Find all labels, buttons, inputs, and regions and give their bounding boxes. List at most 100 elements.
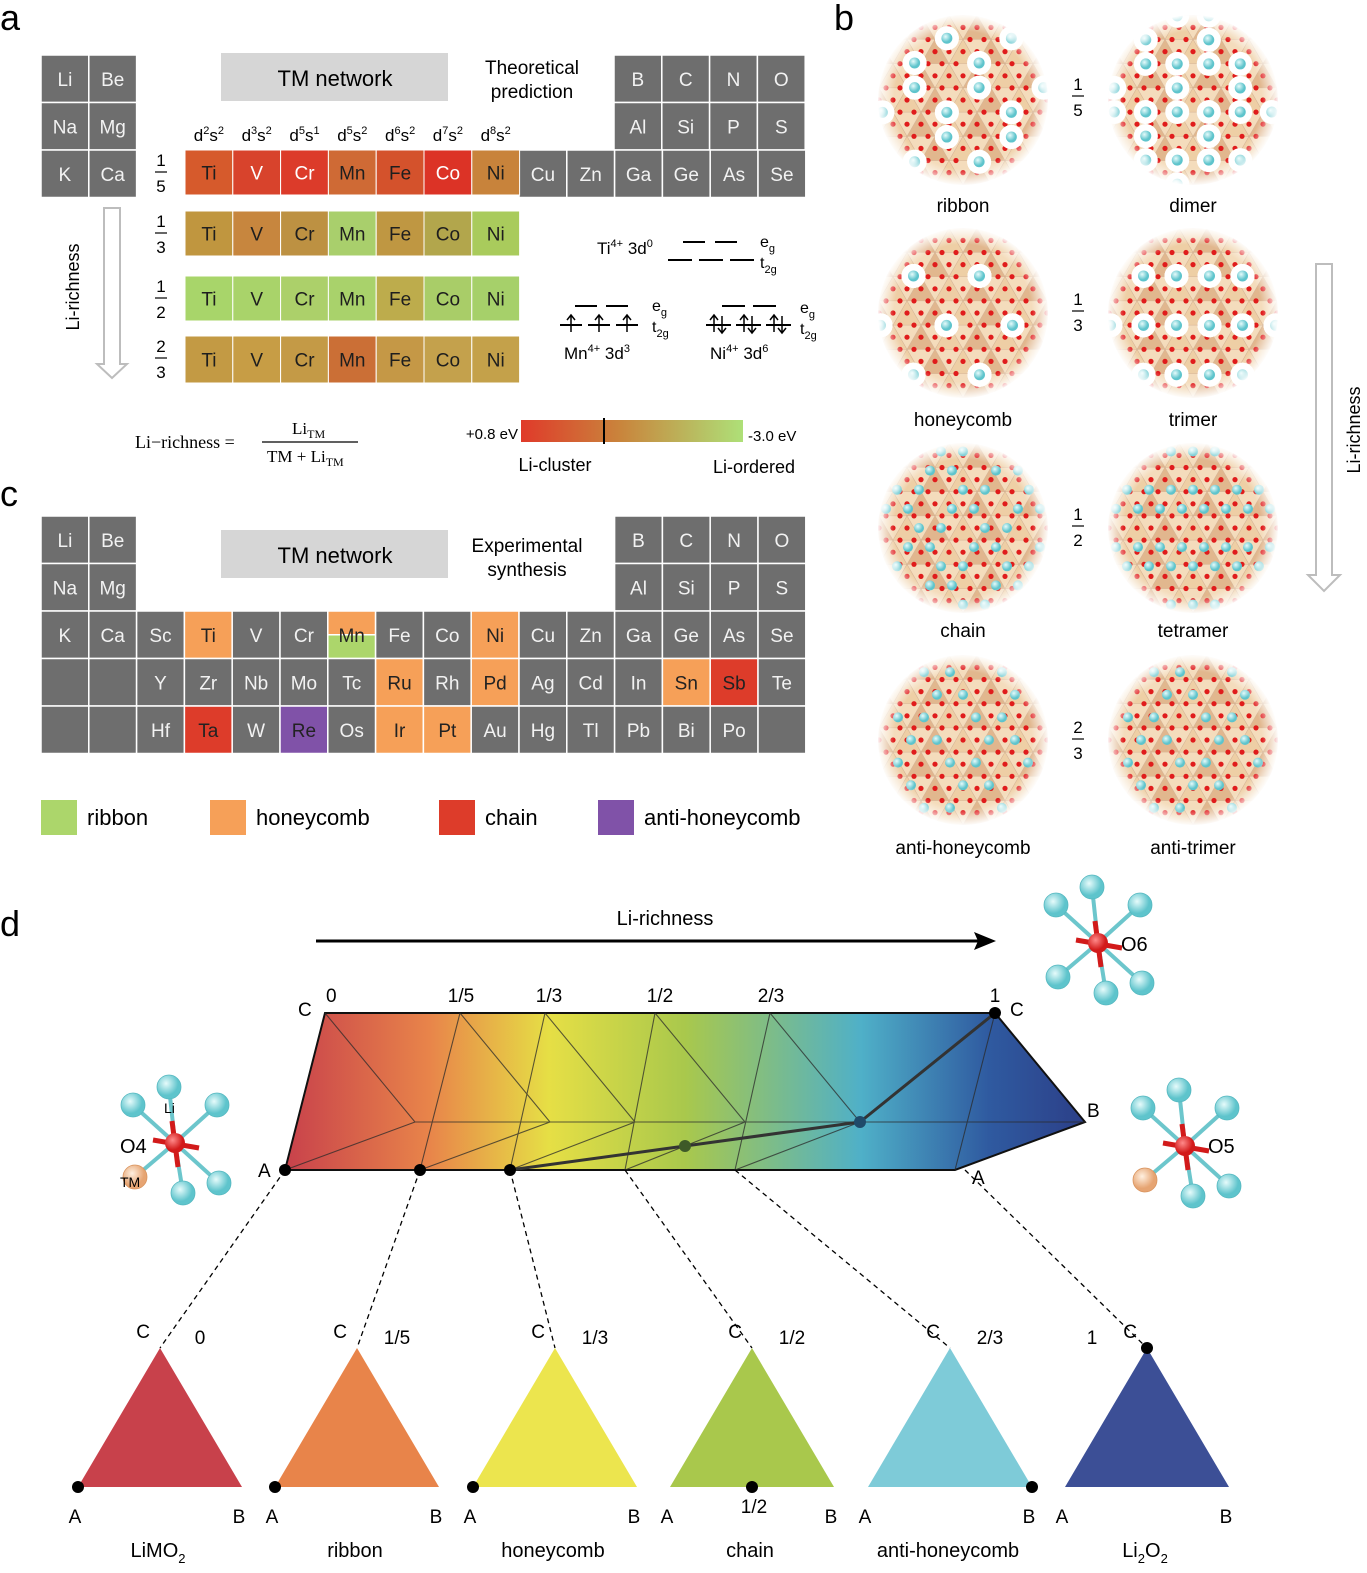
cell-Co <box>422 610 472 660</box>
octahedron-o5-label: O5 <box>1208 1136 1235 1158</box>
cell-Mo <box>279 657 329 707</box>
prism-fraction-1: 1 <box>990 986 1001 1007</box>
cell-As <box>709 149 759 199</box>
mn-config-label: Mn4+ 3d3 <box>564 343 630 363</box>
cell-Zr <box>183 657 233 707</box>
li-richness-arrow-b <box>1305 263 1343 593</box>
cell-Cu <box>518 610 568 660</box>
cell-Li <box>40 54 90 104</box>
cell-C-label: C <box>679 70 693 91</box>
prism-node-chain <box>679 1140 691 1152</box>
cell-empty <box>88 657 138 707</box>
ni-level-diagram: eg t2g Ni4+ 3d6 <box>706 300 817 363</box>
legend-label-anti-honeycomb: anti-honeycomb <box>644 805 801 830</box>
triangle-node <box>746 1481 758 1493</box>
fraction-numerator: 1 <box>156 151 165 170</box>
triangle-bottom-mark: 1/2 <box>741 1497 767 1518</box>
tm-cell-Cr-row3 <box>280 275 329 322</box>
tm-cell-Ti-row3 <box>184 275 234 322</box>
cell-O <box>757 515 807 565</box>
prism-inner-edges <box>284 1012 1085 1171</box>
triangle-name: anti-honeycomb <box>877 1540 1019 1562</box>
ni-t2g-label: t2g <box>800 321 817 342</box>
cell-P-label: P <box>727 117 740 138</box>
tm-cell-label-Fe-row4: Fe <box>389 351 411 372</box>
cell-Li-label: Li <box>58 531 73 552</box>
tm-cell-Mn-row2 <box>327 210 377 257</box>
cell-Hf-label: Hf <box>151 721 171 742</box>
fraction-denominator-b: 3 <box>1073 316 1082 335</box>
cell-empty <box>757 705 807 755</box>
tm-cell-label-V-row2: V <box>250 225 263 246</box>
tm-cell-Fe-row4 <box>375 335 425 384</box>
triangle-node <box>72 1481 84 1493</box>
triangle-name: LiMO2 <box>130 1540 185 1566</box>
structure-label: ribbon <box>937 196 990 217</box>
cell-Re-label: Re <box>292 721 316 742</box>
cell-V-label: V <box>250 626 263 647</box>
octahedron-o4-tm-label: TM <box>120 1174 140 1190</box>
tm-network-banner-c <box>221 530 448 578</box>
tm-cell-Co-row4 <box>423 335 473 384</box>
cell-Zr-label: Zr <box>199 673 218 694</box>
electron-config-V: d3s2 <box>242 125 272 145</box>
cell-Nb-label: Nb <box>244 673 268 694</box>
cell-P <box>708 101 759 151</box>
triangle-node <box>467 1481 479 1493</box>
structure-anti-honeycomb <box>877 654 1049 826</box>
cell-Au <box>470 705 520 755</box>
cell-In-label: In <box>631 673 647 694</box>
cell-Si-label: Si <box>678 578 695 599</box>
vertex-c: C <box>136 1322 150 1343</box>
dashed-connector <box>964 1169 1148 1349</box>
triangle-name: Li2O2 <box>1122 1540 1168 1566</box>
cell-Mg-label: Mg <box>99 117 125 138</box>
tm-cell-V-row4 <box>232 335 282 384</box>
octahedron-o4-label: O4 <box>120 1136 147 1158</box>
cell-Be <box>88 515 138 565</box>
ti-config-label: Ti4+ 3d0 <box>597 238 653 258</box>
cell-Al-label: Al <box>630 578 647 599</box>
cell-Na <box>40 101 90 151</box>
ti-t2g-label: t2g <box>760 255 777 276</box>
cell-Sc-label: Sc <box>149 626 171 647</box>
prism-path-highlight <box>509 1011 996 1172</box>
cell-empty <box>88 705 138 755</box>
dashed-connector <box>509 1169 556 1349</box>
vertex-b: B <box>430 1507 443 1528</box>
cell-Os-label: Os <box>340 721 364 742</box>
cell-As-label: As <box>723 165 745 186</box>
structure-anti-trimer <box>1107 654 1279 826</box>
panel-label-b: b <box>834 0 854 38</box>
prism-label-c-right: C <box>1010 1000 1024 1021</box>
structure-label: anti-trimer <box>1150 838 1236 859</box>
tm-cell-label-Ni-row2: Ni <box>487 225 505 246</box>
cell-Ta <box>183 705 233 755</box>
cell-B-label: B <box>632 531 645 552</box>
colorbar-right-label: Li-ordered <box>713 457 795 477</box>
cell-Ga <box>613 149 664 199</box>
cell-Na <box>40 562 90 612</box>
panel-label-c: c <box>0 473 18 514</box>
tm-cell-label-V-row3: V <box>250 290 263 311</box>
structure-tetramer <box>1107 442 1279 614</box>
cell-Se-label: Se <box>770 626 793 647</box>
cell-N-label: N <box>727 70 741 91</box>
tm-cell-label-Fe-row2: Fe <box>389 225 411 246</box>
tm-network-banner-text: TM network <box>278 66 394 91</box>
fraction-numerator-b: 2 <box>1073 718 1082 737</box>
fraction-denominator: 2 <box>156 303 165 322</box>
tm-cell-label-Fe-row1: Fe <box>389 164 411 185</box>
tm-cell-label-Mn-row1: Mn <box>339 164 365 185</box>
cell-O-label: O <box>774 70 789 91</box>
energy-colorbar <box>521 420 743 442</box>
cell-Sn-label: Sn <box>675 673 698 694</box>
structure-label: trimer <box>1169 410 1218 431</box>
cell-In <box>613 657 664 707</box>
cell-Mn-label: Mn <box>338 626 364 647</box>
structure-label: honeycomb <box>914 410 1012 431</box>
